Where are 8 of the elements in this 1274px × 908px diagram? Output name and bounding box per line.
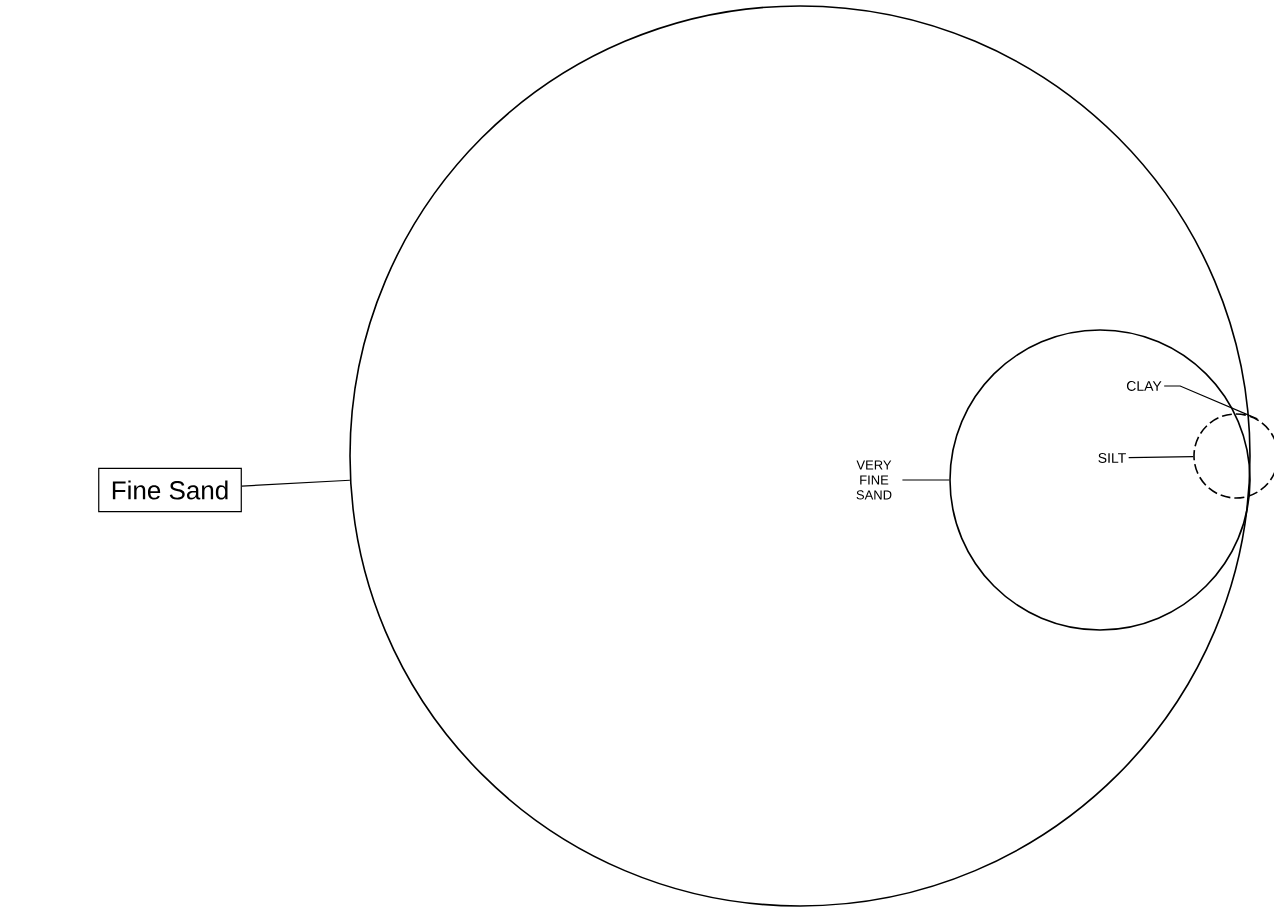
leader-line <box>241 479 351 487</box>
leader-line <box>1163 385 1258 420</box>
circle-outline <box>1193 413 1274 499</box>
circle-outline <box>349 5 1251 907</box>
label-box: Fine Sand <box>98 467 242 513</box>
leader-line <box>901 479 950 481</box>
leader-line <box>1128 456 1194 459</box>
circle-outline <box>949 329 1251 631</box>
